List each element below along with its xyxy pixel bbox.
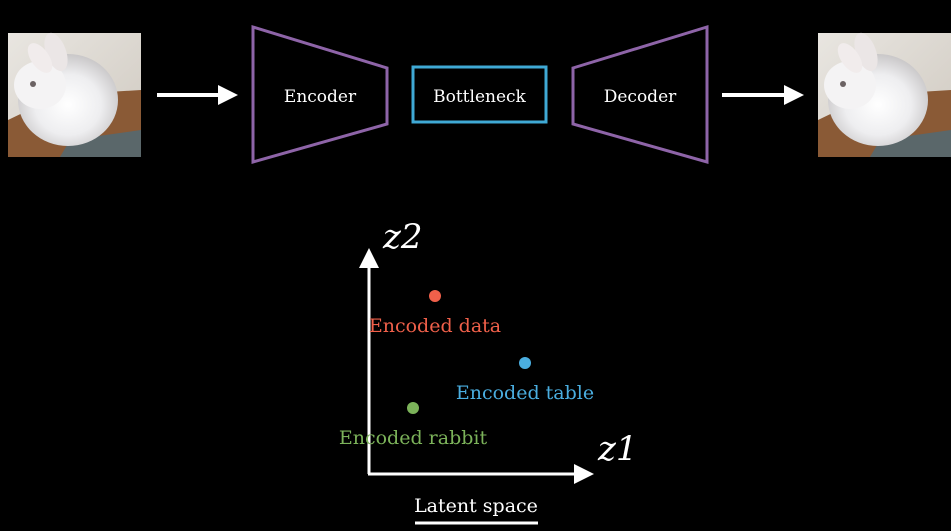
decoder-label: Decoder: [604, 87, 677, 107]
arrow-input-to-encoder: [157, 85, 238, 105]
encoded-table-label: Encoded table: [456, 382, 594, 404]
latent-space-caption: Latent space: [414, 495, 538, 517]
y-axis-arrowhead: [359, 248, 379, 268]
output-rabbit-image: [818, 32, 951, 157]
encoded-data-label: Encoded data: [369, 315, 501, 337]
decoder-block: Decoder: [571, 24, 709, 164]
encoder-block: Encoder: [251, 24, 389, 164]
y-axis-label: z2: [382, 217, 423, 257]
input-rabbit-image: [8, 32, 141, 157]
latent-space-plot: z2 z1 Encoded data Encoded table Encoded…: [339, 217, 638, 525]
bottleneck-block: Bottleneck: [411, 65, 548, 124]
bottleneck-label: Bottleneck: [433, 87, 526, 107]
arrow-decoder-to-output: [722, 85, 804, 105]
encoded-table-point: [519, 357, 531, 369]
encoded-rabbit-point: [407, 402, 419, 414]
encoded-data-point: [429, 290, 441, 302]
x-axis-arrowhead: [574, 464, 594, 484]
x-axis-label: z1: [597, 429, 638, 469]
encoder-label: Encoder: [284, 87, 357, 107]
encoded-rabbit-label: Encoded rabbit: [339, 427, 488, 449]
